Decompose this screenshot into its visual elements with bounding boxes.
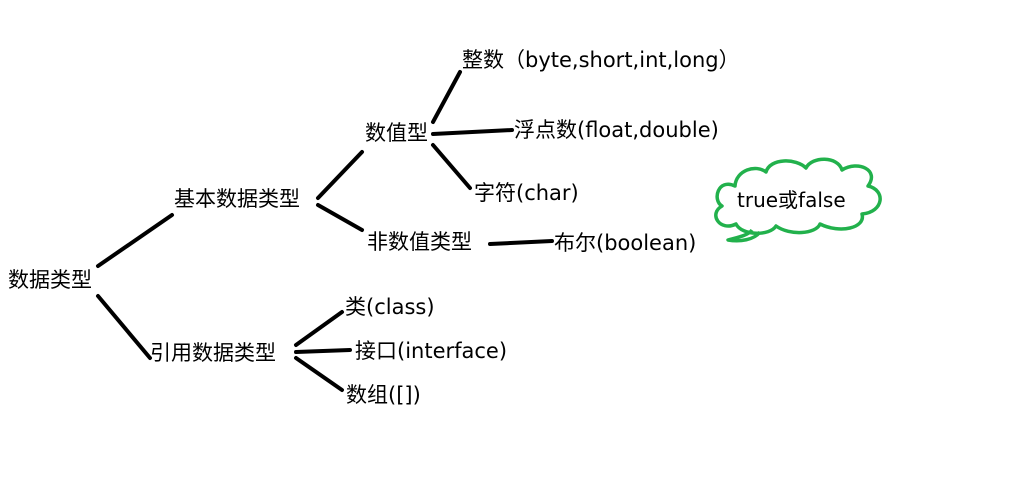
- node-integer: 整数（byte,short,int,long）: [462, 48, 740, 72]
- node-non-numeric: 非数值类型: [367, 230, 472, 254]
- node-boolean: 布尔(boolean): [554, 231, 697, 255]
- edge-root-reference: [96, 294, 152, 360]
- callout-cloud-shape: [714, 157, 882, 235]
- node-reference-types: 引用数据类型: [150, 341, 276, 365]
- node-basic-types: 基本数据类型: [174, 187, 300, 211]
- node-float: 浮点数(float,double): [514, 118, 719, 142]
- edge-numeric-float: [431, 128, 514, 136]
- node-array: 数组([]): [346, 383, 421, 407]
- node-root: 数据类型: [8, 268, 92, 292]
- node-numeric: 数值型: [365, 121, 428, 145]
- callout-tail: [726, 228, 762, 243]
- edge-numeric-char: [431, 143, 472, 190]
- callout-text: true或false: [737, 188, 846, 212]
- node-class: 类(class): [345, 295, 435, 319]
- edge-nonnumeric-boolean: [488, 239, 554, 246]
- edge-numeric-integer: [431, 70, 462, 124]
- edge-root-basic: [96, 213, 174, 268]
- edge-reference-array: [294, 356, 344, 392]
- node-char: 字符(char): [474, 181, 579, 205]
- edge-basic-nonnumeric: [316, 203, 364, 232]
- edge-reference-class: [294, 310, 344, 347]
- node-interface: 接口(interface): [355, 339, 508, 363]
- edge-reference-interface: [294, 348, 352, 354]
- edge-basic-numeric: [316, 150, 364, 200]
